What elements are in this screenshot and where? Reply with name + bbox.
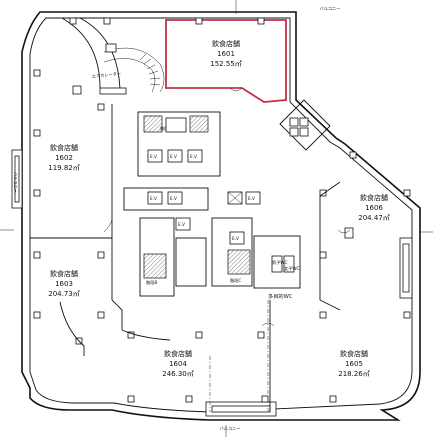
ev-label-6: E.V: [248, 196, 255, 201]
svg-text:1604: 1604: [169, 360, 187, 368]
left-balcony: バルコニー: [11, 149, 23, 209]
svg-text:飲食店舗: 飲食店舗: [340, 349, 368, 358]
svg-text:246.30㎡: 246.30㎡: [162, 370, 194, 378]
svg-text:1605: 1605: [345, 360, 363, 368]
grid-axes: [209, 300, 269, 412]
east-core: [279, 99, 331, 151]
svg-text:飲食店舗: 飲食店舗: [164, 349, 192, 358]
wc-women-label: 女子WC: [284, 265, 300, 272]
ev-label-7: E.V: [178, 222, 185, 227]
wc-men-label: 男子WC: [272, 259, 288, 266]
stair-b-label: 階段B: [146, 279, 157, 286]
balcony-top-label: バルコニー: [320, 6, 341, 11]
building-outline: [21, 11, 421, 421]
unit-1606-label: 飲食店舗 1606 204.47㎡: [358, 193, 390, 222]
svg-text:飲食店舗: 飲食店舗: [212, 39, 240, 48]
svg-text:1603: 1603: [55, 280, 73, 288]
unit-1601-label: 飲食店舗 1601 152.55㎡: [210, 39, 242, 68]
unit-1601-outline[interactable]: [165, 19, 287, 103]
ev-label-4: E.V: [150, 196, 157, 201]
stair-c-label: 階段C: [230, 277, 241, 284]
svg-text:119.82㎡: 119.82㎡: [48, 164, 80, 172]
balcony-left-label: バルコニー: [13, 172, 18, 193]
unit-1602-label: 飲食店舗 1602 119.82㎡: [48, 143, 80, 172]
building-core: 階段A E.V E.V E.V E.V E.V E.V E.V 階段B 階段C …: [123, 111, 301, 300]
svg-text:1602: 1602: [55, 154, 73, 162]
svg-text:152.55㎡: 152.55㎡: [210, 60, 242, 68]
unit-1605-label: 飲食店舗 1605 218.26㎡: [338, 349, 370, 378]
escalator-steps: [139, 53, 161, 86]
balcony-bottom-label: バルコニー: [220, 426, 241, 431]
bottom-balcony: バルコニー: [205, 401, 277, 431]
svg-text:1606: 1606: [365, 204, 383, 212]
inner-outline: [29, 17, 413, 413]
structural-columns: [33, 17, 411, 403]
svg-text:飲食店舗: 飲食店舗: [360, 193, 388, 202]
ev-label-1: E.V: [150, 154, 157, 159]
svg-text:1601: 1601: [217, 50, 235, 58]
escalator-area: エスカレーター: [61, 17, 165, 95]
svg-text:飲食店舗: 飲食店舗: [50, 143, 78, 152]
svg-text:218.26㎡: 218.26㎡: [338, 370, 370, 378]
unit-1603-label: 飲食店舗 1603 204.73㎡: [48, 269, 80, 298]
escalator-label: エスカレーター: [91, 70, 121, 80]
ev-label-8: E.V: [232, 236, 239, 241]
ev-label-5: E.V: [170, 196, 177, 201]
ev-label-2: E.V: [170, 154, 177, 159]
door-swings: [103, 87, 351, 327]
svg-text:204.73㎡: 204.73㎡: [48, 290, 80, 298]
svg-text:204.47㎡: 204.47㎡: [358, 214, 390, 222]
multipurpose-wc-label: 多目的WC: [268, 292, 293, 300]
svg-text:飲食店舗: 飲食店舗: [50, 269, 78, 278]
right-balcony: [399, 237, 413, 299]
unit-partitions: [30, 104, 341, 412]
unit-1604-label: 飲食店舗 1604 246.30㎡: [162, 349, 194, 378]
ev-label-3: E.V: [190, 154, 197, 159]
